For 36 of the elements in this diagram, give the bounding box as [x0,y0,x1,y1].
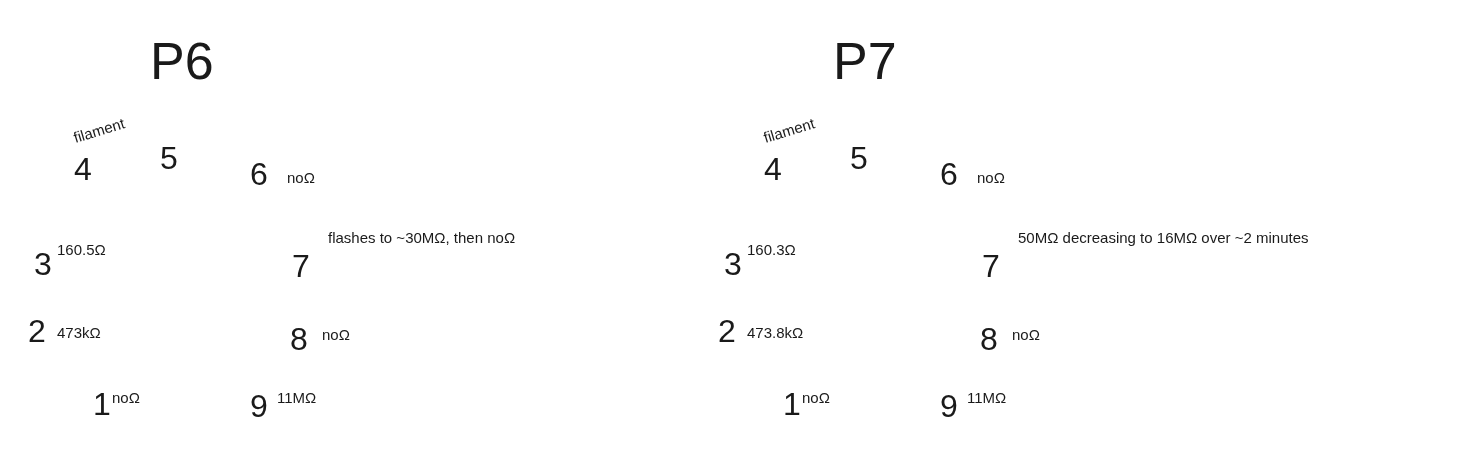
measurement-label: 473kΩ [57,325,101,340]
pin-number: 3 [724,248,742,280]
panel-title: P7 [833,35,897,87]
measurement-label: 160.5Ω [57,242,106,257]
pin-number: 3 [34,248,52,280]
measurement-label: noΩ [112,390,140,405]
pin-label: filament [71,115,127,145]
measurement-label: noΩ [287,170,315,185]
pin-number: 5 [850,142,868,174]
pin-label: filament [761,115,817,145]
pin-number: 9 [940,390,958,422]
measurement-label: noΩ [977,170,1005,185]
pin-number: 6 [250,158,268,190]
pin-number: 7 [292,250,310,282]
measurement-label: 160.3Ω [747,242,796,257]
pin-number: 8 [290,323,308,355]
pin-number: 2 [28,315,46,347]
measurement-label: 473.8kΩ [747,325,804,340]
pin-number: 4 [74,153,92,185]
panel-title: P6 [150,35,214,87]
measurement-label: noΩ [322,327,350,342]
measurement-label: 11MΩ [277,390,317,405]
pin-number: 4 [764,153,782,185]
pin-number: 9 [250,390,268,422]
pin-number: 7 [982,250,1000,282]
pin-number: 2 [718,315,736,347]
pin-number: 8 [980,323,998,355]
measurement-label: 50MΩ decreasing to 16MΩ over ~2 minutes [1018,230,1309,245]
measurement-label: noΩ [1012,327,1040,342]
pin-number: 5 [160,142,178,174]
measurement-label: 11MΩ [967,390,1007,405]
pin-number: 1 [93,388,111,420]
measurement-label: noΩ [802,390,830,405]
measurement-label: flashes to ~30MΩ, then noΩ [328,230,516,245]
pin-number: 1 [783,388,801,420]
pin-number: 6 [940,158,958,190]
